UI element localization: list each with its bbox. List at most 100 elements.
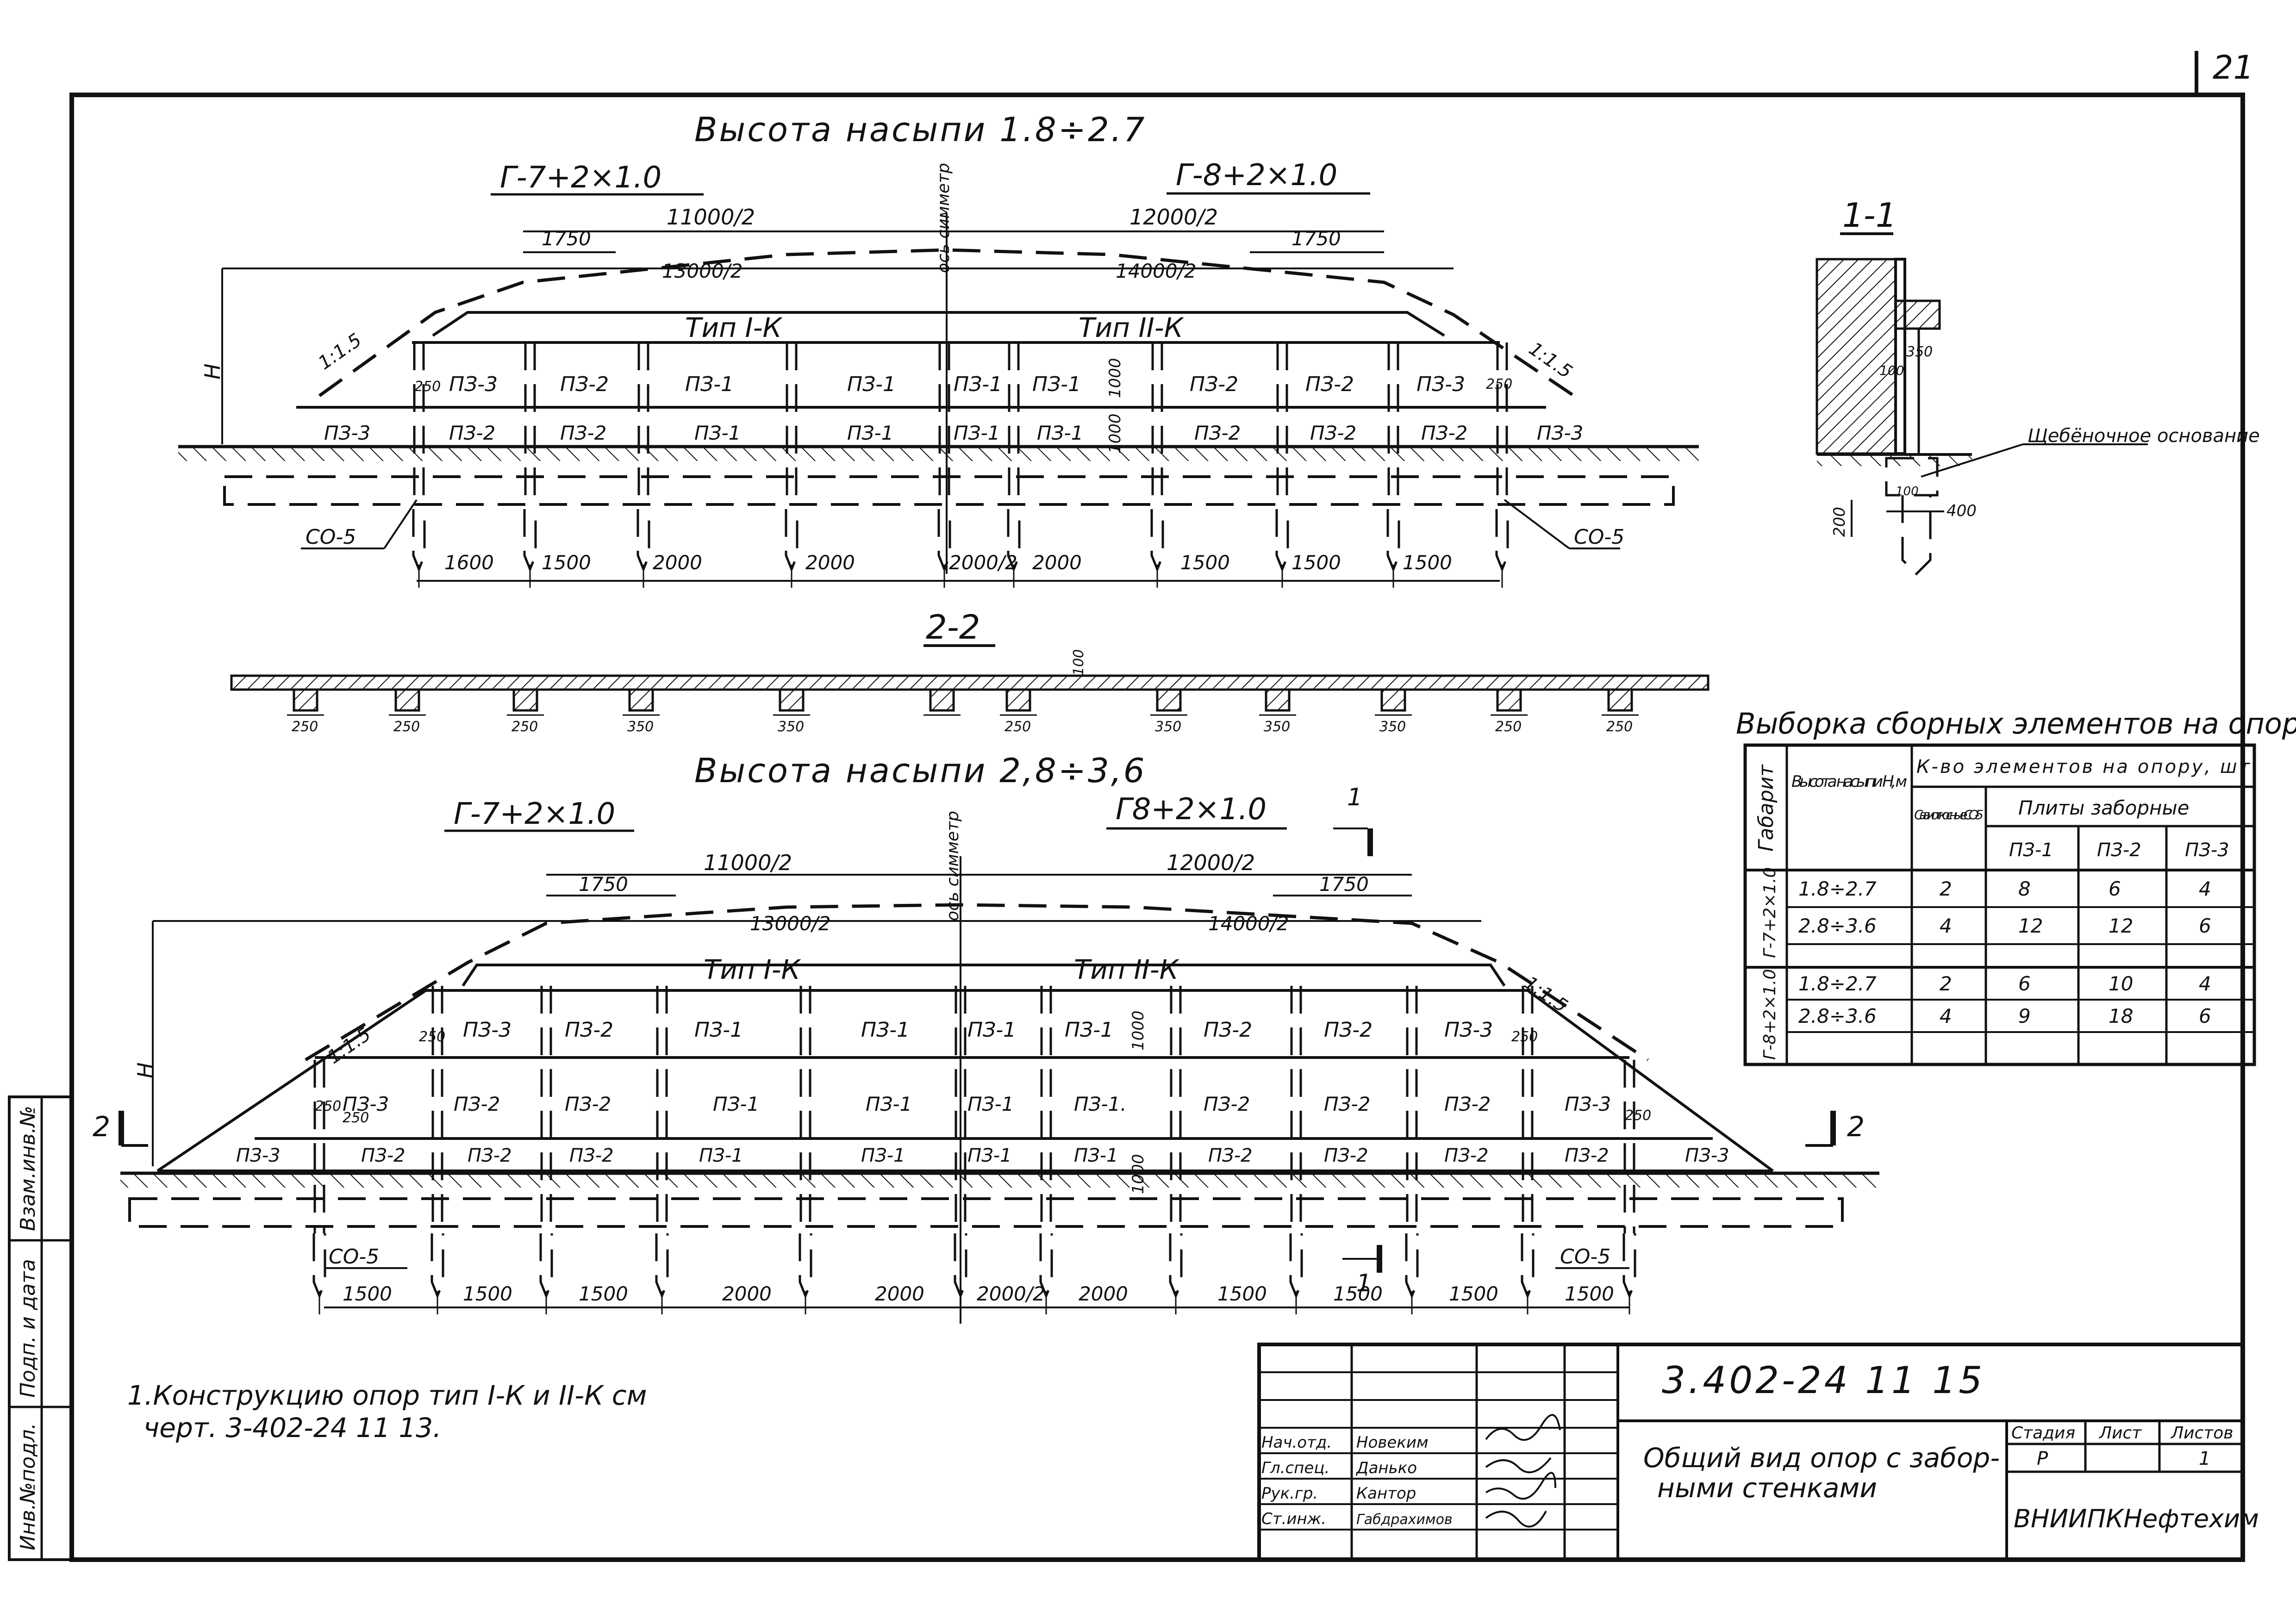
plate-label: ПЗ-3 bbox=[1416, 373, 1465, 396]
table-cell: 8 bbox=[2018, 877, 2031, 900]
org-name: ВНИИПКНефтехим bbox=[2014, 1504, 2259, 1533]
section-11-title: 1-1 bbox=[1842, 196, 1897, 235]
section-22-title: 2-2 bbox=[926, 608, 980, 647]
plate-label: ПЗ-2 bbox=[1305, 373, 1354, 396]
doc-title-2: ными стенками bbox=[1657, 1472, 1877, 1504]
doc-title-1: Общий вид опор с забор- bbox=[1643, 1442, 2000, 1474]
plate-label: ПЗ-2 bbox=[560, 373, 609, 396]
side-stamp: Инв.№подл. Подп. и дата Взам.инв.№ bbox=[8, 1095, 73, 1561]
plate-label: ПЗ-1 bbox=[866, 1093, 912, 1115]
plate-label: ПЗ-3 bbox=[1565, 1093, 1611, 1115]
plate-label: ПЗ-3 bbox=[1444, 1018, 1493, 1042]
bot-dim-250-d: 250 bbox=[1511, 1029, 1538, 1045]
plate-label: ПЗ-2 bbox=[454, 1093, 500, 1115]
dimension-value: 1500 bbox=[1333, 1282, 1383, 1305]
plate-label: ПЗ-3 bbox=[1537, 422, 1583, 444]
pile-cap bbox=[394, 688, 420, 712]
bot-dim-250-a: 250 bbox=[419, 1029, 445, 1045]
dimension-value: 1500 bbox=[463, 1282, 512, 1305]
dimension-value: 2000/2 bbox=[949, 551, 1017, 574]
stamp-replace: Взам.инв.№ bbox=[16, 1106, 40, 1231]
table-cell: 6 bbox=[2199, 915, 2211, 937]
table-cell: 2 bbox=[1940, 972, 1952, 995]
wall-post bbox=[312, 1060, 326, 1314]
pile-cap bbox=[1496, 688, 1522, 712]
table-cell: 1.8÷2.7 bbox=[1798, 972, 1877, 995]
plate-label: ПЗ-2 bbox=[1204, 1018, 1252, 1042]
plate-label: ПЗ-2 bbox=[468, 1145, 512, 1166]
top-h-label: H bbox=[200, 363, 225, 380]
section-1-1: 1-1 350 100 200 400 100 Щебёночное основ… bbox=[1816, 196, 2260, 576]
plate-label: ПЗ-2 bbox=[565, 1018, 613, 1042]
plate-label: ПЗ-1 bbox=[847, 373, 896, 396]
bot-dim-1750-left: 1750 bbox=[579, 873, 628, 896]
bottom-elevation-view: Высота насыпи 2,8÷3,6 Г-7+2×1.0 Г8+2×1.0… bbox=[93, 751, 1879, 1324]
table-gabarit-1: Г-7+2×1.0 bbox=[1760, 867, 1779, 958]
plate-label: ПЗ-2 bbox=[449, 422, 495, 444]
gravel-label: Щебёночное основание bbox=[2028, 425, 2260, 447]
wall-post bbox=[1495, 342, 1509, 588]
plate-label: ПЗ-1 bbox=[685, 373, 734, 396]
role-4: Ст.инж. bbox=[1261, 1510, 1326, 1528]
top-dim-13000: 13000/2 bbox=[662, 260, 742, 282]
table-cell: 6 bbox=[2018, 972, 2031, 995]
bot-type-left: Тип I-К bbox=[704, 954, 802, 985]
table-cell: 4 bbox=[1940, 1005, 1952, 1027]
top-dim-12000: 12000/2 bbox=[1129, 205, 1218, 230]
plate-label: ПЗ-1 bbox=[861, 1018, 910, 1042]
pile-cap bbox=[1156, 688, 1182, 712]
cap-dimension: 350 bbox=[1264, 719, 1290, 735]
table-col-p3: ПЗ-3 bbox=[2185, 840, 2229, 861]
bot-dim-250-c: 250 bbox=[1625, 1108, 1651, 1124]
top-type-right: Тип II-К bbox=[1079, 312, 1185, 343]
dimension-value: 1500 bbox=[579, 1282, 628, 1305]
section-11-dim-100b: 100 bbox=[1896, 485, 1919, 498]
top-pile-right: СО-5 bbox=[1574, 525, 1624, 549]
cut-1-top: 1 bbox=[1347, 784, 1362, 811]
signatures bbox=[1485, 1414, 1561, 1528]
wall-post bbox=[1275, 342, 1289, 588]
bot-dim-13000: 13000/2 bbox=[750, 912, 830, 935]
plate-label: ПЗ-3 bbox=[449, 373, 498, 396]
plate-label: ПЗ-1. bbox=[1074, 1093, 1127, 1115]
plate-label: ПЗ-1 bbox=[861, 1145, 905, 1166]
top-dim-11000: 11000/2 bbox=[667, 205, 755, 230]
pile-cap bbox=[929, 688, 955, 712]
table-cell: 18 bbox=[2109, 1005, 2133, 1027]
cap-dimension: 250 bbox=[292, 719, 318, 735]
wall-post bbox=[1405, 986, 1419, 1314]
bot-h-label: H bbox=[133, 1062, 158, 1078]
plate-label: ПЗ-2 bbox=[1194, 422, 1241, 444]
dimension-value: 1500 bbox=[1180, 551, 1230, 574]
top-dim-1750-left: 1750 bbox=[542, 227, 591, 250]
table-cell: 4 bbox=[2199, 972, 2211, 995]
dimension-value: 1500 bbox=[542, 551, 591, 574]
cap-dimension: 350 bbox=[1155, 719, 1181, 735]
plate-label: ПЗ-1 bbox=[699, 1145, 743, 1166]
plate-label: ПЗ-1 bbox=[967, 1093, 1014, 1115]
role-1: Нач.отд. bbox=[1261, 1433, 1332, 1452]
bot-dim-1000-b: 1000 bbox=[1129, 1154, 1148, 1194]
top-heading: Высота насыпи 1.8÷2.7 bbox=[694, 110, 1147, 149]
wall-post bbox=[799, 986, 812, 1314]
plate-label: ПЗ-2 bbox=[1324, 1145, 1368, 1166]
dimension-value: 2000/2 bbox=[977, 1282, 1045, 1305]
dimension-value: 2000 bbox=[1032, 551, 1082, 574]
plate-label: ПЗ-1 bbox=[694, 1018, 743, 1042]
dimension-value: 2000 bbox=[875, 1282, 924, 1305]
bot-axis-label: ось симметр bbox=[943, 811, 962, 921]
table-cell: 2.8÷3.6 bbox=[1798, 915, 1877, 937]
table-gabarit-2: Г-8+2×1.0 bbox=[1760, 969, 1779, 1060]
page-number: 21 bbox=[2213, 49, 2254, 87]
wall-post bbox=[1169, 986, 1183, 1314]
plate-label: ПЗ-1 bbox=[1037, 422, 1083, 444]
plate-label: ПЗ-3 bbox=[236, 1145, 281, 1166]
wall-post bbox=[954, 986, 967, 1314]
table-cell: 9 bbox=[2018, 1005, 2031, 1027]
